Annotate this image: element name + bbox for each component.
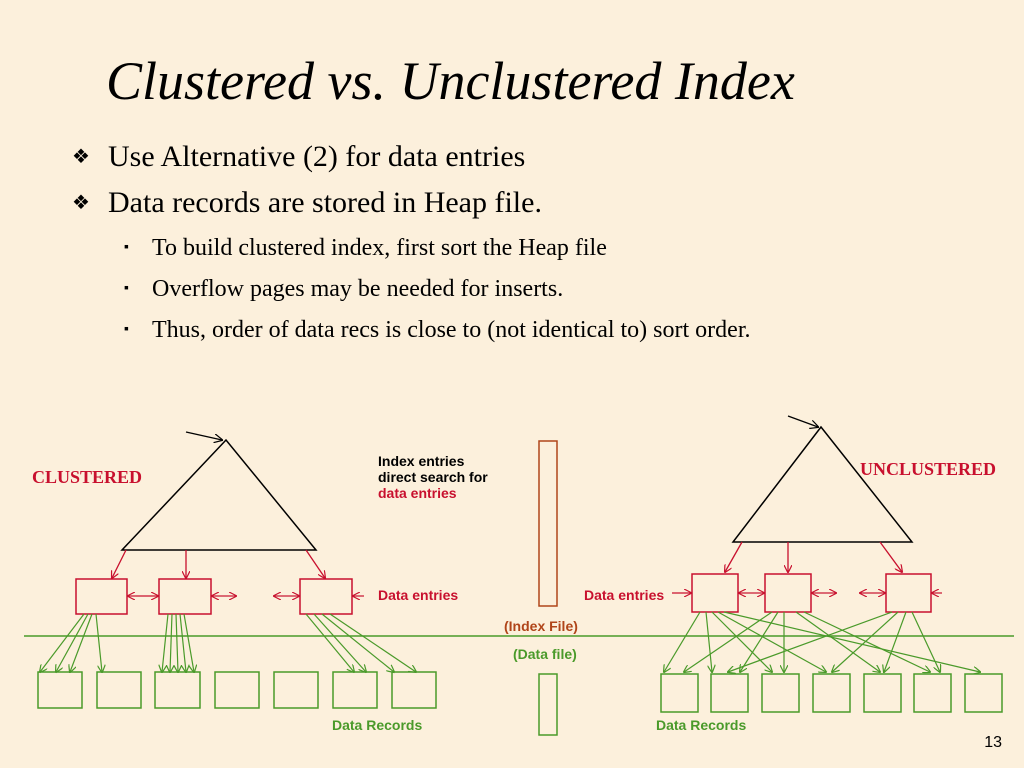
entry-to-record-arrow <box>56 613 89 672</box>
entry-to-record-arrow <box>162 613 169 672</box>
data-record-page <box>96 671 142 709</box>
bullet-item: ❖ Use Alternative (2) for data entries <box>72 140 526 174</box>
root-pointer-arrow <box>185 431 222 440</box>
legend-line: data entries <box>378 485 457 501</box>
entry-to-record-arrow <box>884 611 907 672</box>
entry-to-record-arrow <box>795 611 880 672</box>
bullet-text: Data records are stored in Heap file. <box>108 186 542 219</box>
entry-to-record-arrow <box>711 611 772 672</box>
data-records-label-left: Data Records <box>332 717 423 733</box>
data-entries-label-right: Data entries <box>584 587 665 603</box>
entry-to-record-arrow <box>183 613 194 672</box>
entry-to-record-arrow <box>705 611 712 672</box>
bullet-text: Overflow pages may be needed for inserts… <box>152 276 564 302</box>
data-record-page <box>710 673 749 713</box>
square-bullet-icon: ▪ <box>124 322 129 337</box>
clustered-index-triangle <box>120 438 318 551</box>
data-record-page <box>154 671 201 709</box>
slide-title: Clustered vs. Unclustered Index <box>106 51 795 111</box>
entry-to-record-arrow <box>803 611 930 672</box>
entry-to-record-arrow <box>832 611 899 672</box>
page-number: 13 <box>984 734 1002 751</box>
index-to-entry-arrow <box>725 541 743 572</box>
sub-bullet-item: ▪ Overflow pages may be needed for inser… <box>124 275 564 303</box>
data-record-page <box>214 671 260 709</box>
data-record-page <box>660 673 699 713</box>
data-record-page <box>913 673 952 713</box>
legend-text: Index entries direct search for data ent… <box>378 453 488 501</box>
bullet-text: To build clustered index, first sort the… <box>152 235 607 261</box>
entry-to-record-arrow <box>313 613 366 672</box>
data-record-page <box>812 673 851 713</box>
entry-to-record-arrow <box>728 611 893 672</box>
index-to-entry-arrow <box>112 549 127 578</box>
data-record-page <box>863 673 902 713</box>
square-bullet-icon: ▪ <box>124 281 129 296</box>
entry-to-record-arrow <box>911 611 940 672</box>
clustered-label: CLUSTERED <box>32 467 143 487</box>
data-record-page <box>761 673 800 713</box>
sub-bullet-item: ▪ Thus, order of data recs is close to (… <box>124 316 751 344</box>
entry-to-record-arrow <box>740 611 779 672</box>
data-record-page <box>273 671 319 709</box>
legend-line: Index entries <box>378 453 465 469</box>
entry-to-record-arrow <box>723 611 980 672</box>
data-entries-label-left: Data entries <box>378 587 459 603</box>
square-bullet-icon: ▪ <box>124 240 129 255</box>
unclustered-index-triangle <box>731 425 914 543</box>
data-entry-page <box>299 578 353 615</box>
bullet-item: ❖ Data records are stored in Heap file. <box>72 186 542 220</box>
diamond-fleuron-icon: ❖ <box>72 146 90 168</box>
entry-to-record-arrow <box>664 611 701 672</box>
data-record-page <box>37 671 83 709</box>
data-entry-page <box>158 578 212 615</box>
entry-to-record-arrow <box>95 613 102 672</box>
entry-to-record-arrow <box>40 613 85 672</box>
diamond-fleuron-icon: ❖ <box>72 192 90 214</box>
entry-to-record-arrow <box>70 613 93 672</box>
entry-to-record-arrow <box>179 613 186 672</box>
entry-to-record-arrow <box>717 611 826 672</box>
unclustered-tree <box>660 415 1003 713</box>
entry-to-record-arrow <box>170 613 172 672</box>
data-record-page <box>964 673 1003 713</box>
entry-to-record-arrow <box>321 613 394 672</box>
data-file-bar <box>538 673 558 736</box>
bullet-text: Thus, order of data recs is close to (no… <box>152 317 751 343</box>
entry-to-record-arrow <box>176 613 178 672</box>
clustered-tree <box>37 431 437 709</box>
index-file-bar <box>538 440 558 607</box>
data-record-page <box>391 671 437 709</box>
entry-to-record-arrow <box>684 611 773 672</box>
bullet-text: Use Alternative (2) for data entries <box>108 140 526 173</box>
data-entry-page <box>691 573 739 613</box>
root-pointer-arrow <box>787 415 818 427</box>
data-entry-page <box>75 578 128 615</box>
data-entry-page <box>885 573 932 613</box>
data-record-page <box>332 671 378 709</box>
legend-line: direct search for <box>378 469 488 485</box>
data-records-label-right: Data Records <box>656 717 747 733</box>
data-entry-page <box>764 573 812 613</box>
index-to-entry-arrow <box>879 541 902 572</box>
sub-bullet-item: ▪ To build clustered index, first sort t… <box>124 234 607 262</box>
entry-to-record-arrow <box>329 613 416 672</box>
index-to-entry-arrow <box>305 549 325 578</box>
index-file-label: (Index File) <box>504 618 578 634</box>
unclustered-label: UNCLUSTERED <box>860 459 997 479</box>
data-file-label: (Data file) <box>513 646 577 662</box>
entry-to-record-arrow <box>305 613 354 672</box>
